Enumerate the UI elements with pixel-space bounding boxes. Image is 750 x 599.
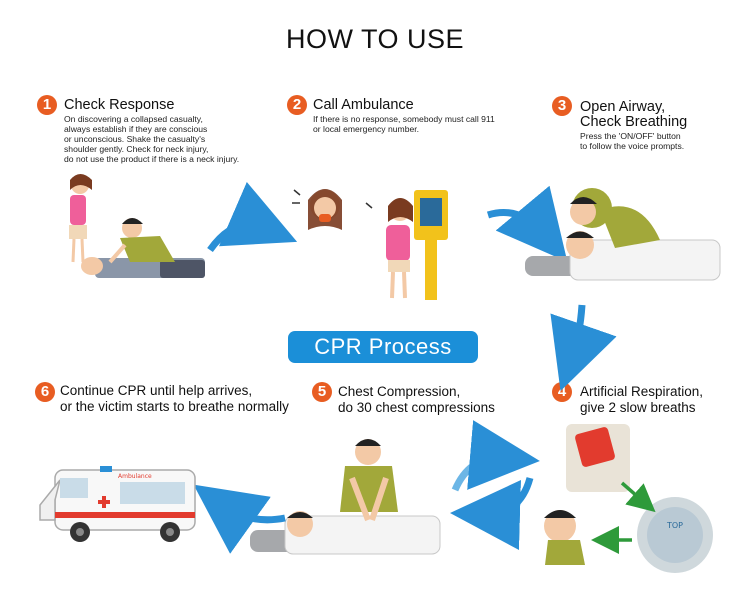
cycle-arrow-top (455, 458, 505, 490)
step-5-illustration (250, 439, 440, 554)
step-3-illustration (525, 188, 720, 280)
cycle-arrow-bottom (485, 478, 530, 514)
flow-arrow-1-2 (210, 224, 265, 250)
mask-top-label: TOP (666, 521, 683, 530)
flow-arrow-3-4 (572, 305, 582, 358)
ambulance-label: Ambulance (118, 473, 152, 480)
step-1-illustration (69, 174, 205, 278)
step-2-illustration (292, 189, 448, 300)
step-4-illustration: TOP (544, 424, 713, 573)
flow-arrow-2-3 (488, 213, 545, 236)
ambulance-illustration: Ambulance (40, 466, 195, 542)
green-arrow-down (622, 483, 645, 503)
flow-arrow-5-6 (222, 505, 285, 520)
